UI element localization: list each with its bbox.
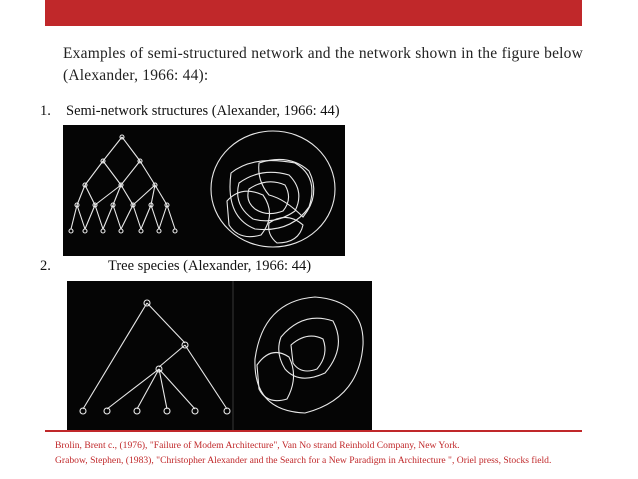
list-item-number: 1. [40, 103, 51, 119]
title-accent-bar [45, 0, 582, 26]
tree-sketch [79, 281, 364, 430]
list-item-semi-network: 1. Semi-network structures (Alexander, 19… [40, 103, 340, 120]
list-item-label: Semi-network structures (Alexander, 1966… [66, 103, 340, 119]
list-item-tree: 2. Tree species (Alexander, 1966: 44) [40, 258, 311, 275]
reference-item: Brolin, Brent c., (1976), "Failure of Mo… [55, 440, 460, 451]
tree-figure [67, 281, 372, 430]
semi-network-figure [63, 125, 345, 256]
intro-paragraph: Examples of semi-structured network and … [63, 45, 583, 84]
reference-item: Grabow, Stephen, (1983), "Christopher Al… [55, 455, 552, 466]
list-item-number: 2. [40, 258, 51, 274]
semi-network-sketch [68, 130, 336, 248]
references: Brolin, Brent c., (1976), "Failure of Mo… [55, 438, 625, 468]
list-item-label: Tree species (Alexander, 1966: 44) [108, 258, 312, 274]
footer-rule [45, 430, 582, 432]
